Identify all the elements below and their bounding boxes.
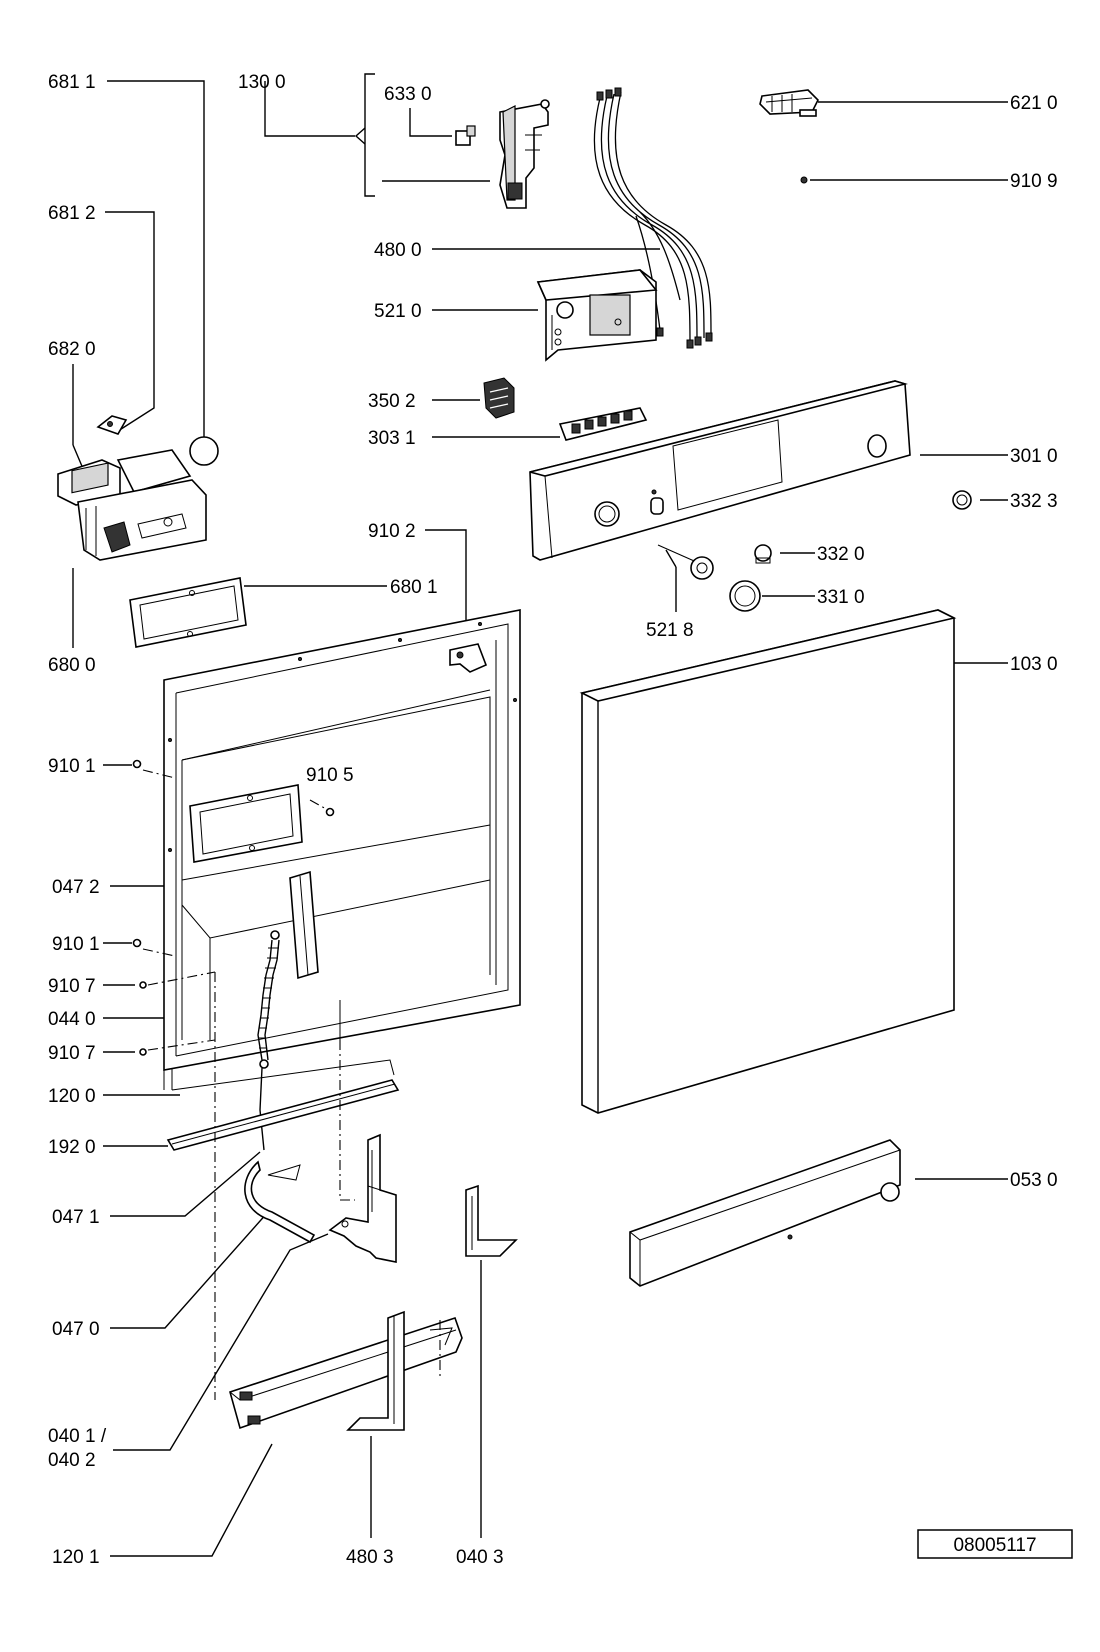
- label-047-1: 047 1: [52, 1207, 100, 1228]
- label-120-0: 120 0: [48, 1086, 96, 1107]
- label-103-0: 103 0: [1010, 654, 1058, 675]
- label-040-1: 040 1 /: [48, 1426, 107, 1447]
- part-681-1-cap: [189, 436, 219, 466]
- part-521-0-control-board: [536, 269, 658, 362]
- label-910-9: 910 9: [1010, 171, 1058, 192]
- document-number-box: 08005117: [917, 1529, 1073, 1559]
- document-number: 08005117: [953, 1535, 1036, 1556]
- part-130-0-door-lock: [499, 99, 550, 209]
- label-680-0: 680 0: [48, 655, 96, 676]
- part-192-0-strip: [166, 1079, 400, 1151]
- label-192-0: 192 0: [48, 1137, 96, 1158]
- label-040-3: 040 3: [456, 1547, 504, 1568]
- label-332-3: 332 3: [1010, 491, 1058, 512]
- label-120-1: 120 1: [52, 1547, 100, 1568]
- label-053-0: 053 0: [1010, 1170, 1058, 1191]
- part-040-1-hinge-bracket: [328, 1133, 397, 1263]
- label-521-0: 521 0: [374, 301, 422, 322]
- part-040-3-bracket: [465, 1184, 518, 1257]
- part-621-0-connector-module: [759, 89, 819, 117]
- label-910-7-upper: 910 7: [48, 976, 96, 997]
- part-103-0-door-panel: [579, 609, 957, 1114]
- part-044-0-spring: [257, 930, 280, 1069]
- label-047-2: 047 2: [52, 877, 100, 898]
- part-332-0-button: [754, 544, 772, 564]
- label-047-0: 047 0: [52, 1319, 100, 1340]
- part-labels: 681 1 130 0 633 0 621 0 910 9 681 2 480 …: [48, 72, 1058, 1568]
- label-301-0: 301 0: [1010, 446, 1058, 467]
- label-910-1-upper: 910 1: [48, 756, 96, 777]
- label-332-0: 332 0: [817, 544, 865, 565]
- label-681-2: 681 2: [48, 203, 96, 224]
- part-633-0-microswitch: [455, 125, 476, 146]
- label-331-0: 331 0: [817, 587, 865, 608]
- part-047-1-cable: [259, 1067, 265, 1151]
- part-303-1-button-strip: [558, 407, 648, 441]
- label-633-0: 633 0: [384, 84, 432, 105]
- label-682-0: 682 0: [48, 339, 96, 360]
- label-680-1: 680 1: [390, 577, 438, 598]
- label-480-0: 480 0: [374, 240, 422, 261]
- part-053-0-kickplate-rail: [629, 1139, 901, 1287]
- part-120-1-lower-rail: [229, 1316, 463, 1430]
- part-910-9-screw: [800, 176, 808, 184]
- label-621-0: 621 0: [1010, 93, 1058, 114]
- part-inner-door: [163, 609, 521, 1090]
- label-910-2: 910 2: [368, 521, 416, 542]
- part-door-screws: [132, 759, 335, 1056]
- label-303-1: 303 1: [368, 428, 416, 449]
- part-331-0-knob-ring: [729, 580, 761, 612]
- label-480-3: 480 3: [346, 1547, 394, 1568]
- label-521-8: 521 8: [646, 620, 694, 641]
- part-332-3-knob: [952, 490, 972, 510]
- label-910-1-lower: 910 1: [52, 934, 100, 955]
- part-480-0-wiring-harness: [593, 87, 713, 349]
- label-130-0: 130 0: [238, 72, 286, 93]
- part-480-3-l-bracket: [346, 1310, 405, 1431]
- part-350-2-switch-block: [483, 377, 515, 419]
- part-047-0-pulley: [244, 1160, 316, 1244]
- label-044-0: 044 0: [48, 1009, 96, 1030]
- part-681-2-clip: [96, 415, 128, 435]
- part-521-8-selector: [657, 544, 714, 580]
- part-680-0-dispenser: [57, 449, 207, 561]
- label-910-5: 910 5: [306, 765, 354, 786]
- part-301-0-control-panel: [529, 380, 911, 561]
- part-680-1-gasket: [129, 577, 247, 648]
- label-350-2: 350 2: [368, 391, 416, 412]
- alignment-lines: [142, 769, 441, 1400]
- label-910-7-lower: 910 7: [48, 1043, 96, 1064]
- label-681-1: 681 1: [48, 72, 96, 93]
- part-120-0-rail: [171, 1059, 395, 1091]
- label-040-2: 040 2: [48, 1450, 96, 1471]
